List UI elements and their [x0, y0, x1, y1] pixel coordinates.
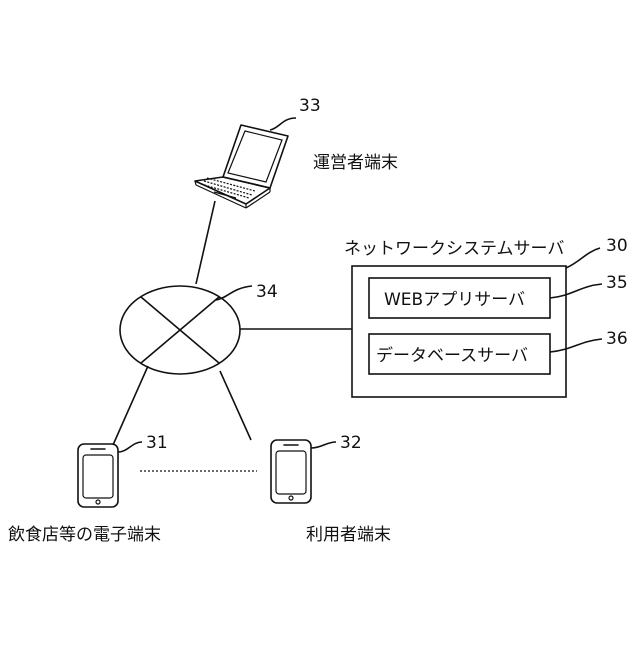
ref-label-31: 31 [146, 433, 168, 453]
network-node [120, 286, 240, 374]
link-network-phone-32 [220, 371, 251, 440]
ref-label-36: 36 [606, 329, 628, 349]
ref-label-35: 35 [606, 273, 628, 293]
ref-label-33: 33 [299, 96, 321, 116]
restaurant-terminal-label: 飲食店等の電子端末 [8, 525, 161, 545]
link-network-phone-31 [113, 366, 148, 445]
network-system-server-box [352, 266, 566, 397]
web-app-server-label: WEBアプリサーバ [384, 290, 525, 310]
laptop-icon [195, 125, 288, 208]
operator-terminal-label: 運営者端末 [313, 153, 398, 173]
network-system-server-label: ネットワークシステムサーバ [344, 239, 564, 259]
leader-line-32 [311, 442, 336, 448]
smartphone-icon [78, 444, 118, 507]
smartphone-icon [271, 440, 311, 503]
leader-line-30 [566, 248, 600, 268]
user-terminal-label: 利用者端末 [306, 525, 391, 545]
ref-label-32: 32 [340, 433, 362, 453]
leader-line-34 [216, 286, 252, 300]
leader-line-33 [270, 118, 296, 130]
leader-line-31 [118, 442, 142, 452]
ref-label-30: 30 [606, 236, 628, 256]
link-laptop-network [196, 201, 215, 284]
database-server-label: データベースサーバ [376, 345, 528, 366]
leader-line-35 [550, 284, 602, 298]
leader-line-36 [550, 339, 602, 352]
ref-label-34: 34 [256, 282, 278, 302]
